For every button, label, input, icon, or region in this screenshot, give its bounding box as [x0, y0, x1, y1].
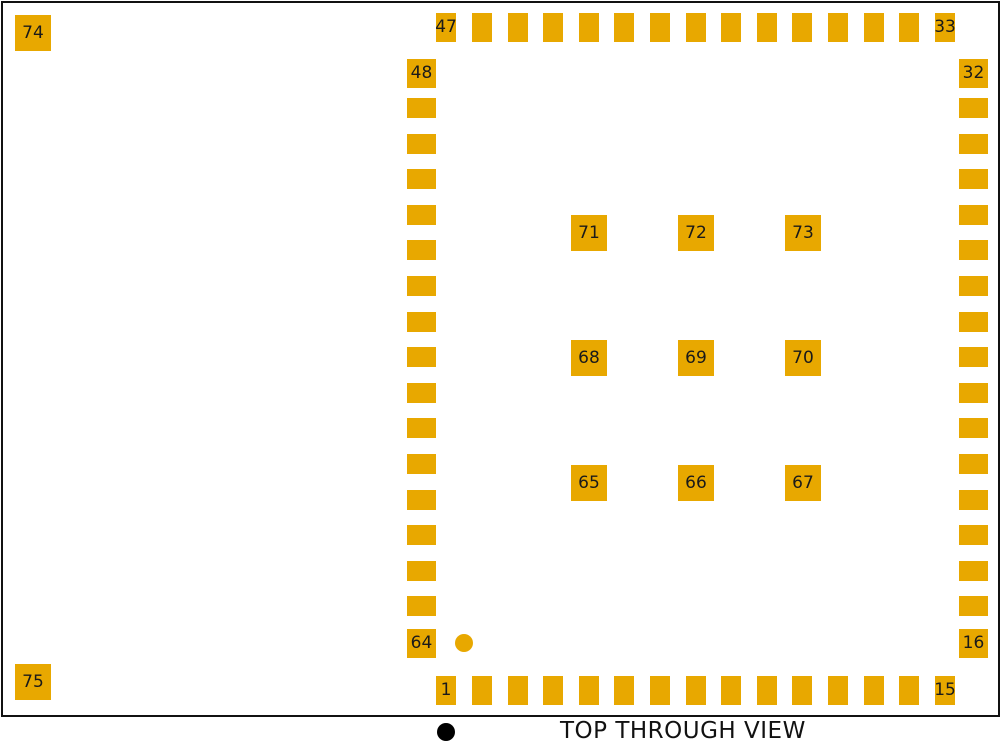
bottom-pad	[472, 676, 492, 705]
pin1-marker-dot	[455, 634, 473, 652]
bottom-pad	[507, 676, 528, 705]
left-pad	[407, 204, 436, 225]
bottom-pad	[614, 676, 635, 705]
bottom-pad	[578, 676, 599, 705]
pad-72: 72	[678, 215, 714, 251]
left-pad	[407, 418, 436, 439]
bottom-pad	[685, 676, 706, 705]
module-outline	[1, 1, 1000, 717]
top-pad	[792, 13, 813, 42]
pad-71: 71	[571, 215, 607, 251]
top-pad	[578, 13, 599, 42]
bottom-pad	[863, 676, 884, 705]
top-pad	[650, 13, 670, 42]
right-pad	[959, 347, 988, 368]
right-pad	[959, 525, 988, 546]
right-pad	[959, 204, 988, 225]
pad-69: 69	[678, 340, 714, 376]
top-pad	[721, 13, 742, 42]
left-pad	[407, 560, 436, 581]
pad-32: 32	[959, 59, 988, 88]
bottom-pad	[792, 676, 813, 705]
pad-64: 64	[407, 629, 436, 658]
top-pad	[828, 13, 848, 42]
left-pad	[407, 382, 436, 403]
right-pad	[959, 311, 988, 332]
pad-47: 47	[435, 13, 457, 42]
bottom-pad	[756, 676, 777, 705]
pad-33: 33	[934, 13, 956, 42]
right-pad	[959, 133, 988, 154]
pad-66: 66	[678, 465, 714, 501]
pad-70: 70	[785, 340, 821, 376]
top-pad	[863, 13, 884, 42]
right-pad	[959, 418, 988, 439]
left-pad	[407, 525, 436, 546]
top-pad	[685, 13, 706, 42]
left-pad	[407, 276, 436, 296]
bottom-pad	[543, 676, 564, 705]
pad-48: 48	[407, 59, 436, 88]
pad-65: 65	[571, 465, 607, 501]
legend-label: TOP THROUGH VIEW	[560, 718, 806, 744]
pad-74: 74	[15, 15, 51, 51]
pad-75: 75	[15, 664, 51, 700]
right-pad	[959, 560, 988, 581]
top-pad	[899, 13, 920, 42]
right-pad	[959, 382, 988, 403]
right-pad	[959, 454, 988, 474]
right-pad	[959, 596, 988, 617]
top-pad	[472, 13, 492, 42]
left-pad	[407, 596, 436, 617]
right-pad	[959, 240, 988, 261]
right-pad	[959, 489, 988, 510]
right-pad	[959, 169, 988, 190]
pad-73: 73	[785, 215, 821, 251]
pad-15: 15	[934, 676, 956, 705]
bottom-pad	[721, 676, 742, 705]
left-pad	[407, 454, 436, 474]
left-pad	[407, 240, 436, 261]
right-pad	[959, 98, 988, 118]
left-pad	[407, 98, 436, 118]
pad-67: 67	[785, 465, 821, 501]
pad-68: 68	[571, 340, 607, 376]
right-pad	[959, 276, 988, 296]
top-pad	[543, 13, 564, 42]
pad-16: 16	[959, 629, 988, 658]
left-pad	[407, 489, 436, 510]
bottom-pad	[828, 676, 848, 705]
bottom-pad	[650, 676, 670, 705]
left-pad	[407, 347, 436, 368]
top-pad	[507, 13, 528, 42]
left-pad	[407, 133, 436, 154]
left-pad	[407, 311, 436, 332]
bottom-pad	[899, 676, 920, 705]
top-pad	[614, 13, 635, 42]
left-pad	[407, 169, 436, 190]
legend-dot	[437, 723, 455, 741]
top-pad	[756, 13, 777, 42]
pad-1: 1	[436, 676, 456, 705]
